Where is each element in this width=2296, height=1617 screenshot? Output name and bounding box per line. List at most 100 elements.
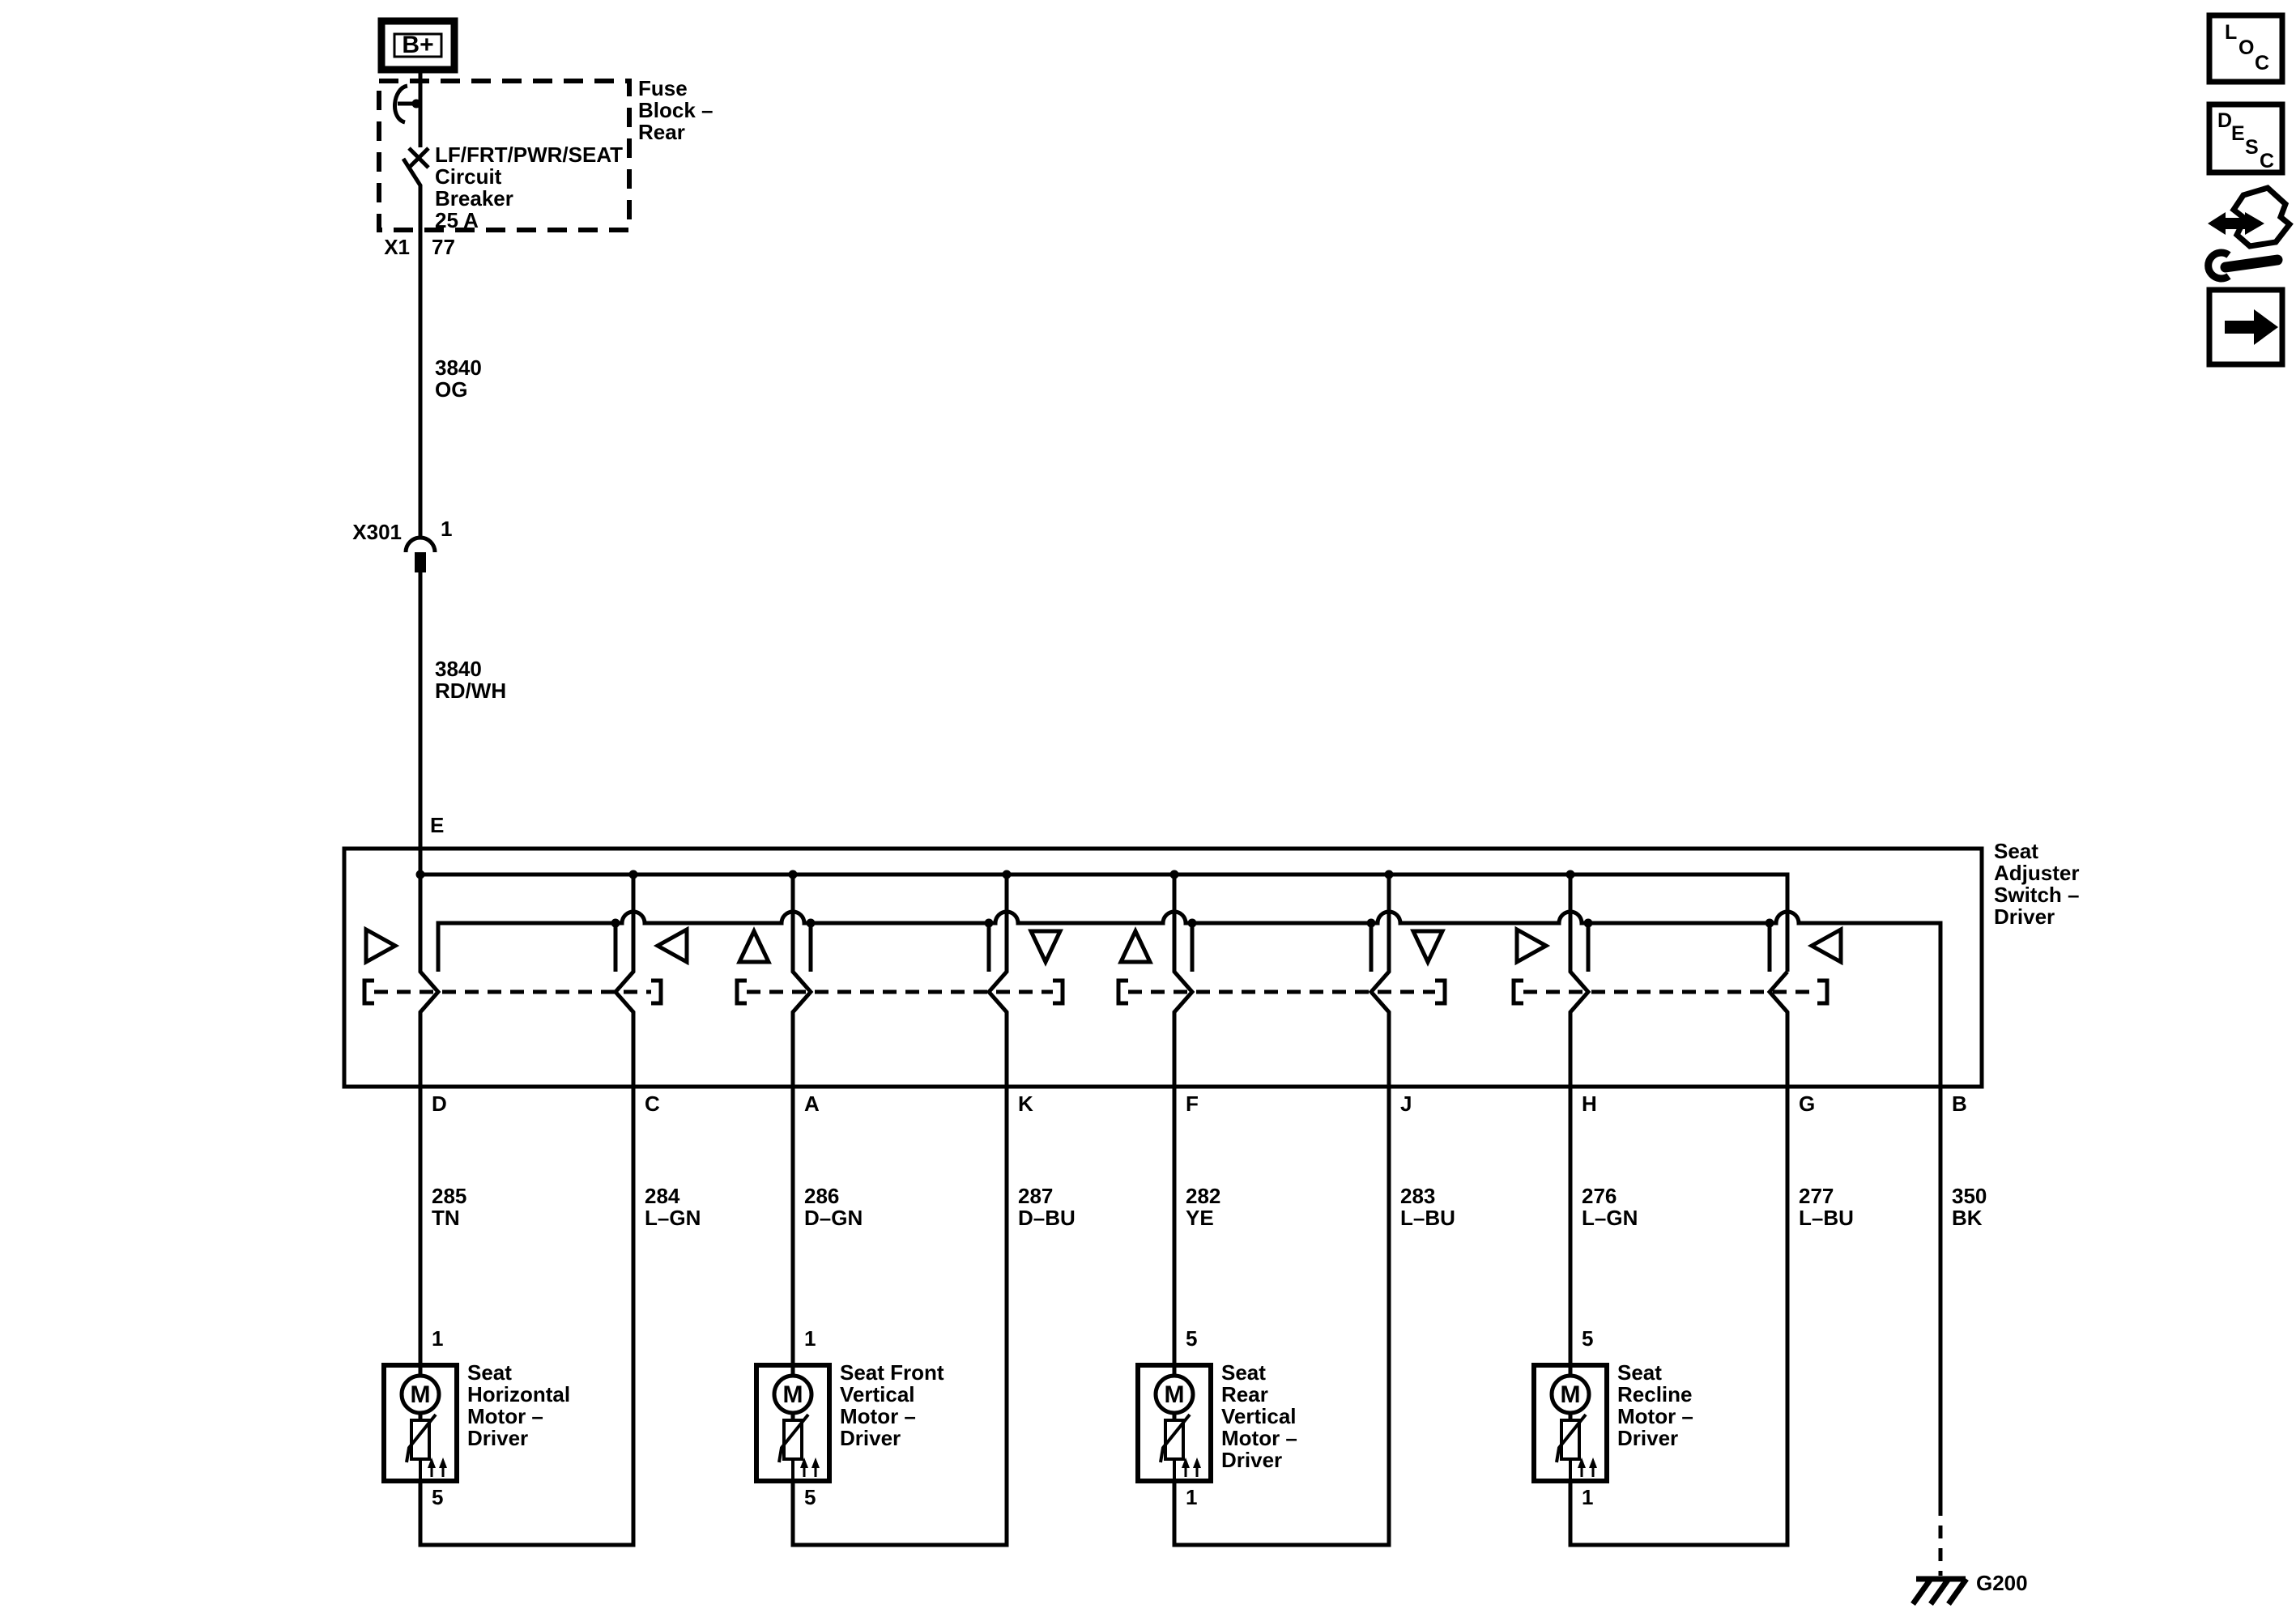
bus-return (436, 909, 1943, 1087)
motor-name: Driver (1617, 1426, 1679, 1450)
breaker-label: LF/FRT/PWR/SEAT (435, 143, 624, 167)
wire-recline-motor-loop (1568, 1087, 1790, 1547)
motor-name: Driver (1221, 1448, 1283, 1472)
b-plus-label: B+ (402, 32, 434, 58)
motor-pin-label: 5 (1582, 1326, 1594, 1351)
desc-button-letter: S (2245, 136, 2259, 159)
motor-name: Motor – (1617, 1404, 1693, 1428)
wire-color-label: TN (432, 1206, 460, 1230)
loc-button-frame[interactable] (2206, 12, 2285, 85)
motor-name: Motor – (840, 1404, 916, 1428)
motor-name: Driver (467, 1426, 529, 1450)
connector-x301-label: X301 (352, 520, 402, 544)
inline-connector-icon (403, 535, 437, 572)
pin-label-F: F (1186, 1091, 1199, 1116)
arrow-down-icon (1410, 929, 1446, 967)
circuit-label: 276 (1582, 1184, 1617, 1208)
motor-name: Seat Front (840, 1360, 944, 1385)
arrow-right-icon (1514, 926, 1551, 966)
motor-pin-label: 1 (1582, 1485, 1594, 1509)
desc-button-letter: E (2231, 122, 2245, 145)
switch-blade-C (612, 874, 636, 1087)
next-button[interactable] (2206, 287, 2285, 368)
wire-color-label: YE (1186, 1206, 1214, 1230)
breaker-label: Circuit (435, 164, 502, 189)
loc-button-letter: C (2255, 52, 2270, 74)
wire-3840-rdwh-circuit: 3840 (435, 657, 482, 681)
pin-label-H: H (1582, 1091, 1597, 1116)
desc-button-frame[interactable] (2206, 101, 2285, 176)
wire-color-label: L–BU (1799, 1206, 1854, 1230)
circuit-label: 350 (1952, 1184, 1987, 1208)
direction-arrow-icons (364, 926, 1843, 967)
ground-label: G200 (1976, 1571, 2028, 1595)
circuit-label: 283 (1400, 1184, 1436, 1208)
motor-pin-label: 1 (432, 1326, 444, 1351)
motor-symbol: M (410, 1381, 431, 1408)
pin-label-C: C (645, 1091, 660, 1116)
component-view-icon[interactable] (2204, 185, 2294, 283)
motor-name: Rear (1221, 1382, 1268, 1406)
motor-name: Seat (1617, 1360, 1662, 1385)
switch-blade-K (986, 874, 1009, 1087)
pin-label-E: E (430, 813, 445, 837)
switch-name: Switch – (1994, 883, 2080, 907)
switch-blade-J (1368, 874, 1391, 1087)
motor-name: Horizontal (467, 1382, 571, 1406)
fuse-block-label: Rear (638, 120, 685, 144)
pin-label-J: J (1400, 1091, 1412, 1116)
desc-button-letter: C (2260, 150, 2275, 172)
junction-dots (415, 870, 1774, 928)
motor-pin-label: 1 (804, 1326, 816, 1351)
pin-label-A: A (804, 1091, 820, 1116)
circuit-breaker-icon (393, 83, 430, 169)
arrow-up-icon (1118, 926, 1153, 964)
motor-name: Seat (467, 1360, 512, 1385)
wire-color-label: D–GN (804, 1206, 863, 1230)
pin-label-G: G (1799, 1091, 1816, 1116)
motor-pin-label: 5 (432, 1485, 444, 1509)
arrow-left-icon (653, 926, 689, 966)
motor-name: Vertical (1221, 1404, 1297, 1428)
switch-box-outline (342, 846, 1984, 1089)
motor-pin-label: 1 (1186, 1485, 1198, 1509)
motor-name: Seat (1221, 1360, 1266, 1385)
circuit-label: 277 (1799, 1184, 1834, 1208)
connector-x1-label: X1 (384, 235, 410, 259)
switch-blade-H (1568, 874, 1591, 1087)
motor-pin-label: 5 (1186, 1326, 1198, 1351)
motor-name: Driver (840, 1426, 901, 1450)
wire-color-label: D–BU (1018, 1206, 1076, 1230)
circuit-label: 284 (645, 1184, 680, 1208)
wire-rear-vertical-motor-loop (1172, 1087, 1391, 1547)
breaker-label: Breaker (435, 186, 513, 211)
circuit-label: 285 (432, 1184, 467, 1208)
wire-front-vertical-motor-loop (790, 1087, 1009, 1547)
pin-77-label: 77 (432, 235, 455, 259)
circuit-label: 287 (1018, 1184, 1054, 1208)
motor-symbol: M (782, 1381, 803, 1408)
motor-name: Motor – (1221, 1426, 1297, 1450)
arrow-right-icon (364, 926, 400, 966)
loc-button-letter: O (2238, 36, 2255, 59)
wire-b-plus-feed (401, 70, 423, 874)
motor-pin-label: 5 (804, 1485, 816, 1509)
wire-3840-og-circuit: 3840 (435, 355, 482, 380)
switch-name: Adjuster (1994, 861, 2080, 885)
switch-blade-F (1172, 874, 1195, 1087)
switch-name: Seat (1994, 839, 2038, 863)
motor-name: Motor – (467, 1404, 543, 1428)
breaker-label: 25 A (435, 208, 479, 232)
battery-terminal-icon (377, 17, 458, 74)
fuse-block-label: Fuse (638, 76, 688, 100)
desc-button-letter: D (2217, 109, 2233, 132)
wire-3840-og-color: OG (435, 377, 468, 402)
bus-return-stubs (613, 923, 1772, 972)
x301-pin-label: 1 (441, 517, 453, 541)
circuit-label: 286 (804, 1184, 840, 1208)
wire-color-label: L–GN (645, 1206, 701, 1230)
fuse-block-outline (377, 79, 632, 232)
switch-blade-G (1766, 970, 1790, 1087)
